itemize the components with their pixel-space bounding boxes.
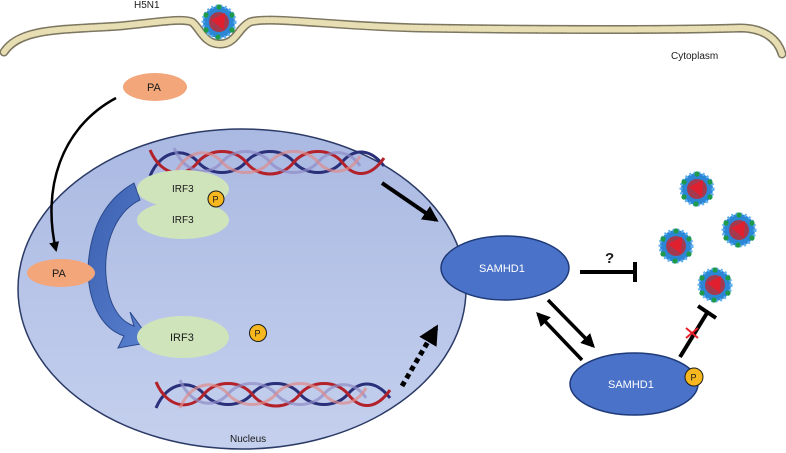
virion-icon-2 (721, 210, 757, 250)
samhd1-phospho-label: SAMHD1 (608, 379, 654, 391)
dna-helix-top (148, 147, 386, 177)
h5n1-virion-icon (201, 2, 237, 42)
unknown-mark: ? (605, 250, 614, 267)
dotted-expression-arrow (399, 324, 439, 388)
phosphorylation-equilibrium-arrows (536, 298, 595, 362)
pa-protein-nuclear (27, 259, 95, 287)
virion-icon-3 (658, 226, 694, 266)
virion-icon-1 (679, 169, 715, 209)
phospho-badge-1: P (207, 190, 225, 208)
samhd1 (440, 235, 570, 301)
virus-label: H5N1 (134, 0, 160, 11)
irf3-middle-label: IRF3 (172, 215, 194, 226)
cell-membrane (0, 15, 786, 59)
samhd1-inhibition (580, 262, 637, 282)
blocked-inhibition (678, 304, 718, 359)
irf3-dimer (137, 170, 229, 239)
virion-icon-4 (697, 265, 733, 305)
dna-helix-bottom (154, 379, 392, 409)
svg-text:P: P (255, 329, 261, 339)
irf3-lower-label: IRF3 (170, 332, 194, 344)
pa-import-arrow (49, 96, 117, 252)
pa-membrane-label: PA (52, 268, 67, 280)
expression-arrow (380, 181, 439, 222)
blocked-cross-icon (685, 327, 699, 339)
pa-outside-label: PA (147, 82, 162, 94)
phospho-badge-3: P (684, 367, 704, 387)
samhd1-label: SAMHD1 (479, 263, 525, 275)
irf3-translocation-arrow (87, 182, 153, 349)
irf3-monomer (137, 316, 229, 358)
svg-text:P: P (691, 373, 697, 383)
cytoplasm-label: Cytoplasm (671, 51, 718, 62)
irf3-top-label: IRF3 (172, 184, 194, 195)
pa-protein-cytoplasm (123, 73, 187, 101)
nucleus-label: Nucleus (230, 434, 266, 445)
svg-text:P: P (213, 195, 219, 205)
phospho-badge-2: P (249, 324, 267, 342)
